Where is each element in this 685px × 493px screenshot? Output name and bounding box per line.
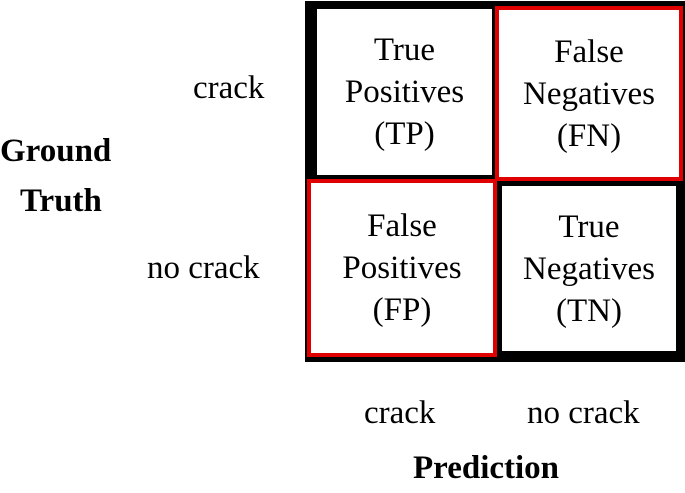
cell-fp-line3: (FP) (372, 292, 432, 328)
cell-fn-line3: (FN) (556, 117, 622, 154)
cell-true-positives: True Positives (TP) (317, 9, 492, 175)
cell-fp-line2: Positives (342, 250, 462, 286)
cell-tn-line3: (TN) (556, 292, 622, 329)
cell-true-negatives: True Negatives (TN) (502, 186, 676, 351)
cell-tn-line1: True (558, 208, 620, 245)
cell-tp-line2: Positives (344, 74, 465, 110)
y-axis-title-line1: Ground (0, 133, 112, 169)
row-label-crack: crack (193, 70, 265, 106)
cell-fp-line1: False (367, 208, 437, 244)
y-axis-title-line2: Truth (20, 183, 102, 219)
cell-false-positives: False Positives (FP) (307, 179, 497, 357)
cell-tp-line1: True (373, 32, 436, 68)
cell-tn-line2: Negatives (523, 250, 655, 287)
x-axis-title: Prediction (413, 450, 560, 486)
column-label-no-crack: no crack (527, 395, 640, 431)
cell-fn-line2: Negatives (523, 75, 655, 112)
cell-false-negatives: False Negatives (FN) (495, 6, 683, 181)
cell-fn-line1: False (554, 33, 624, 70)
row-label-no-crack: no crack (147, 250, 260, 286)
column-label-crack: crack (364, 395, 436, 431)
confusion-matrix: True Positives (TP) False Negatives (FN)… (305, 1, 685, 362)
cell-tp-line3: (TP) (374, 116, 435, 152)
